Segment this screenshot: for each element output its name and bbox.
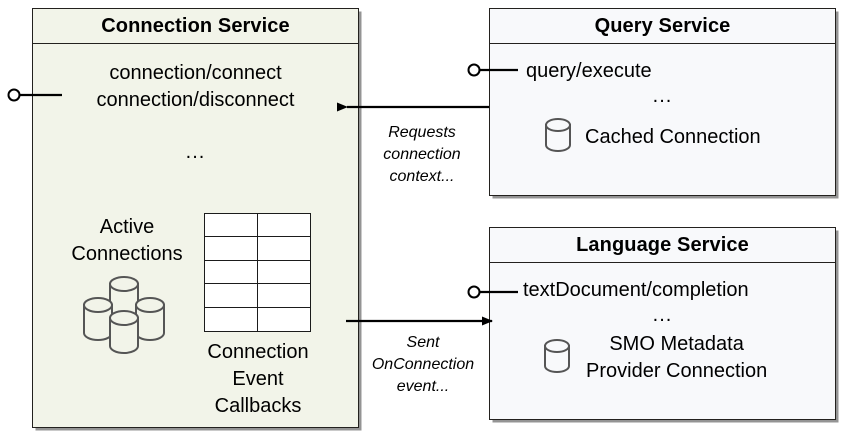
query-service-ellipsis: ... bbox=[652, 85, 673, 107]
component-connection-service[interactable]: Connection Service connection/connect co… bbox=[32, 8, 359, 428]
callbacks-label-line3: Callbacks bbox=[214, 395, 302, 417]
operation-textdocument-completion[interactable]: textDocument/completion bbox=[523, 279, 749, 301]
table-cell bbox=[205, 284, 258, 308]
operation-query-execute[interactable]: query/execute bbox=[526, 60, 652, 82]
smo-metadata-label-line1: SMO Metadata bbox=[609, 333, 744, 355]
sent-label-line3: event... bbox=[396, 378, 450, 395]
connector-label-sent-onconnection-event: Sent OnConnection event... bbox=[362, 332, 484, 398]
active-connections-label-line1: Active bbox=[99, 216, 155, 238]
table-cell bbox=[257, 284, 310, 308]
sent-label-line1: Sent bbox=[406, 334, 440, 351]
table-cell bbox=[205, 214, 258, 238]
requests-label-line3: context... bbox=[389, 168, 455, 185]
table-cell bbox=[257, 261, 310, 285]
smo-metadata-label-line2: Provider Connection bbox=[586, 360, 768, 382]
multiple-database-cylinders-icon bbox=[80, 272, 178, 354]
connection-event-callbacks-label: Connection Event Callbacks bbox=[191, 339, 325, 420]
language-service-ellipsis: ... bbox=[652, 304, 673, 326]
smo-metadata-provider-row: SMO Metadata Provider Connection bbox=[542, 331, 767, 385]
callbacks-label-line1: Connection bbox=[207, 341, 309, 363]
cached-connection-label: Cached Connection bbox=[585, 126, 761, 148]
table-cell bbox=[258, 308, 311, 331]
component-query-service[interactable]: Query Service query/execute ... Cached C… bbox=[489, 8, 836, 196]
operation-connection-disconnect[interactable]: connection/disconnect bbox=[96, 89, 295, 111]
requests-label-line1: Requests bbox=[388, 124, 456, 141]
query-service-title: Query Service bbox=[490, 9, 835, 44]
connector-label-requests-connection-context: Requests connection context... bbox=[363, 122, 481, 188]
connection-service-title: Connection Service bbox=[33, 9, 358, 44]
cached-connection-row: Cached Connection bbox=[543, 116, 761, 159]
table-cell bbox=[205, 237, 258, 261]
connection-service-operations: connection/connect connection/disconnect bbox=[33, 60, 358, 114]
database-cylinder-icon bbox=[543, 116, 573, 159]
language-service-title: Language Service bbox=[490, 228, 835, 263]
table-cell bbox=[257, 214, 310, 238]
sent-label-line2: OnConnection bbox=[371, 356, 475, 373]
component-language-service[interactable]: Language Service textDocument/completion… bbox=[489, 227, 836, 420]
table-cell bbox=[257, 237, 310, 261]
operation-connection-connect[interactable]: connection/connect bbox=[109, 62, 282, 84]
table-cell bbox=[205, 307, 258, 331]
active-connections-label: Active Connections bbox=[47, 214, 207, 268]
table-cell bbox=[205, 260, 258, 285]
connection-event-callbacks-table bbox=[204, 213, 311, 332]
callbacks-label-line2: Event bbox=[232, 368, 284, 390]
active-connections-label-line2: Connections bbox=[71, 243, 183, 265]
requests-label-line2: connection bbox=[383, 146, 461, 163]
smo-metadata-provider-label: SMO Metadata Provider Connection bbox=[586, 331, 767, 385]
connection-service-ellipsis: ... bbox=[185, 141, 206, 163]
database-cylinder-icon bbox=[542, 337, 572, 380]
